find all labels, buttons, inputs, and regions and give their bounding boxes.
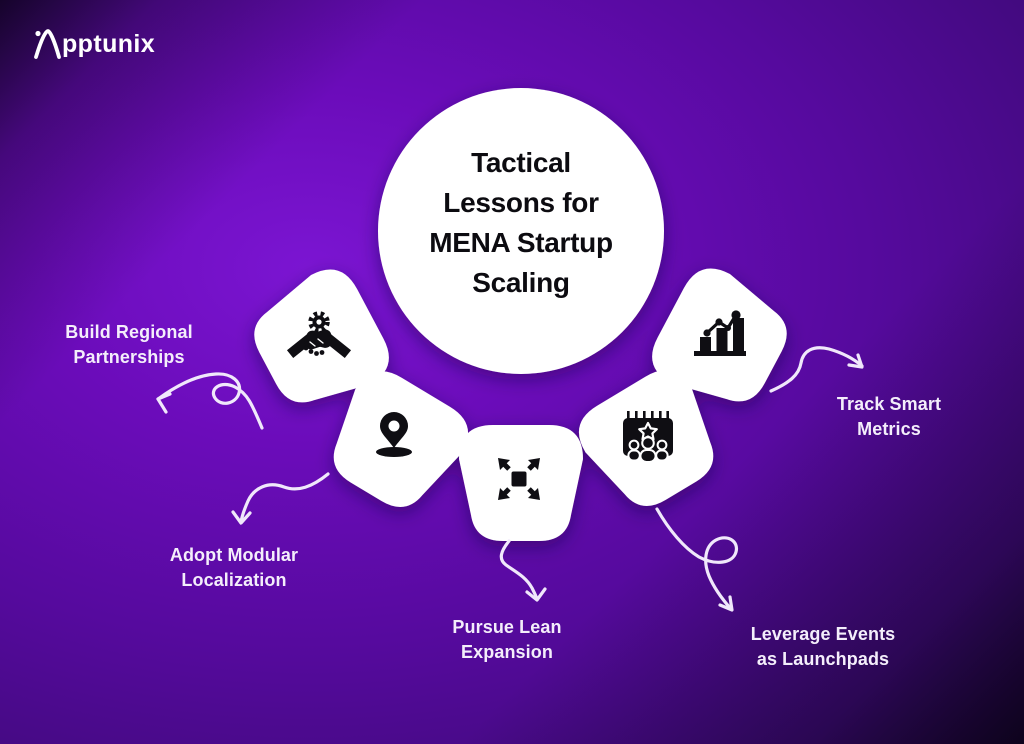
bar-chart-trend-icon [694, 310, 746, 356]
arrow-to-pursue-lean-expansion [499, 539, 547, 602]
arrow-to-leverage-events [655, 507, 739, 612]
title-line: Scaling [472, 267, 570, 298]
apptunix-arch-icon [34, 29, 61, 59]
label-track-smart-metrics: Track Smart Metrics [789, 392, 989, 442]
handshake-gear-icon [286, 311, 352, 359]
label-build-regional-partnerships: Build Regional Partnerships [29, 320, 229, 370]
location-pin-icon [376, 412, 412, 457]
expand-arrows-icon [498, 458, 540, 500]
event-calendar-icon [623, 411, 673, 463]
label-line: Metrics [857, 419, 921, 439]
label-line: Partnerships [73, 347, 185, 367]
arrow-to-adopt-modular-localization [231, 472, 330, 525]
label-line: Adopt Modular [169, 545, 299, 565]
label-line: Pursue Lean [452, 617, 562, 637]
label-line: Track Smart [836, 394, 942, 414]
label-line: Localization [181, 570, 287, 590]
label-adopt-modular-localization: Adopt Modular Localization [134, 543, 334, 593]
label-line: as Launchpads [756, 649, 890, 669]
logo-wordmark: pptunix [62, 30, 156, 58]
title-line: Lessons for [443, 187, 599, 218]
arrow-to-build-regional-partnerships [156, 372, 264, 430]
label-pursue-lean-expansion: Pursue Lean Expansion [407, 615, 607, 665]
label-leverage-events-as-launchpads: Leverage Events as Launchpads [713, 622, 933, 672]
arrow-to-track-smart-metrics [769, 346, 864, 393]
label-line: Expansion [461, 642, 553, 662]
title-line: MENA Startup [429, 227, 613, 258]
label-line: Build Regional [65, 322, 193, 342]
diagram-title: Tactical Lessons for MENA Startup Scalin… [391, 143, 651, 303]
label-line: Leverage Events [750, 624, 896, 644]
title-line: Tactical [471, 147, 571, 178]
center-circle [378, 88, 664, 374]
apptunix-logo: pptunix [34, 28, 155, 59]
